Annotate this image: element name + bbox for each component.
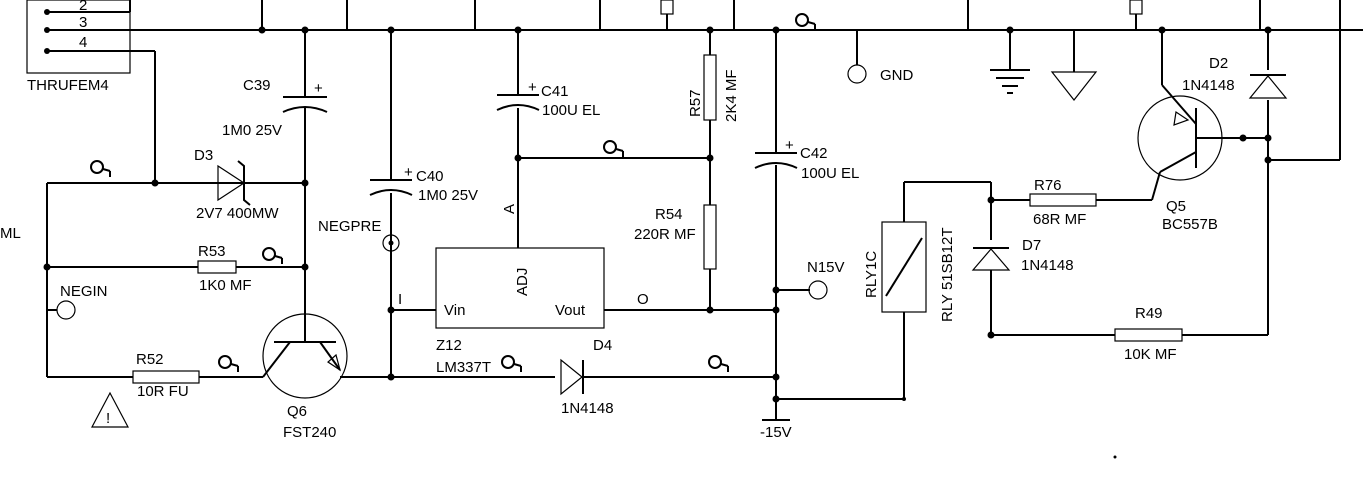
diode-d4: D4 1N4148 xyxy=(560,337,614,417)
test-point-negin: NEGIN xyxy=(47,283,108,320)
resistor-r57: R57 2K4 MF xyxy=(687,54,740,122)
relay-ref: RLY1C xyxy=(863,251,880,298)
signal-ground-icon xyxy=(1050,71,1098,101)
probe-hook-icon xyxy=(603,140,624,157)
c40-value: 1M0 25V xyxy=(418,187,478,204)
connector-pin-4: 4 xyxy=(79,34,87,51)
r52-value: 10R FU xyxy=(137,383,189,400)
c40-ref: C40 xyxy=(416,168,444,185)
connector-thrufem4: 2 3 4 THRUFEM4 xyxy=(26,0,131,94)
probe-hook-icon xyxy=(262,247,283,264)
r53-ref: R53 xyxy=(198,243,226,260)
relay-value: RLY 51SB12T xyxy=(939,227,956,322)
zener-d3: D3 2V7 400MW xyxy=(194,147,279,222)
z12-net-o: O xyxy=(637,291,649,308)
r54-value: 220R MF xyxy=(634,226,696,243)
r49-value: 10K MF xyxy=(1124,346,1177,363)
r52-ref: R52 xyxy=(136,351,164,368)
c41-value: 100U EL xyxy=(542,102,600,119)
connector-pin-3: 3 xyxy=(79,14,87,31)
d3-value: 2V7 400MW xyxy=(196,205,279,222)
d7-value: 1N4148 xyxy=(1021,257,1074,274)
c39-plus: + xyxy=(314,80,323,97)
z12-net-i: I xyxy=(398,291,402,308)
capacitor-c42: + C42 100U EL xyxy=(754,137,859,182)
negpre-label: NEGPRE xyxy=(318,218,381,235)
resistor-r52: R52 10R FU xyxy=(132,351,200,400)
resistor-r76: R76 68R MF xyxy=(1029,177,1097,228)
test-point-gnd: GND xyxy=(847,64,914,84)
r57-ref: R57 xyxy=(687,89,704,117)
capacitor-c39: + C39 1M0 25V xyxy=(222,77,328,139)
c41-ref: C41 xyxy=(541,83,569,100)
capacitor-c40: + C40 1M0 25V xyxy=(369,164,478,204)
probe-hook-icons xyxy=(90,13,816,372)
probe-hook-icon xyxy=(218,355,239,372)
probe-hook-icon xyxy=(708,355,729,372)
d3-ref: D3 xyxy=(194,147,213,164)
probe-hook-icon xyxy=(90,160,111,177)
c42-value: 100U EL xyxy=(801,165,859,182)
warning-icon: ! xyxy=(91,391,129,428)
q6-value: FST240 xyxy=(283,424,336,441)
d4-ref: D4 xyxy=(593,337,612,354)
c41-plus: + xyxy=(528,79,537,96)
r54-ref: R54 xyxy=(655,206,683,223)
edge-label: ML xyxy=(0,225,21,242)
z12-pin-in: Vin xyxy=(444,302,465,319)
diode-d2: D2 1N4148 xyxy=(1182,55,1288,99)
junction-dots xyxy=(43,26,1272,459)
capacitor-c41: + C41 100U EL xyxy=(496,79,600,119)
q5-ref: Q5 xyxy=(1166,198,1186,215)
c40-plus: + xyxy=(404,164,413,181)
z12-net-a: A xyxy=(501,204,518,214)
regulator-z12: Vin Vout ADJ I O A Z12 LM337T xyxy=(398,204,649,376)
c39-value: 1M0 25V xyxy=(222,122,282,139)
wiring xyxy=(46,0,1363,421)
transistor-q6: Q6 FST240 xyxy=(262,313,348,441)
test-point-negpre: NEGPRE xyxy=(318,218,400,252)
q6-ref: Q6 xyxy=(287,403,307,420)
r76-value: 68R MF xyxy=(1033,211,1086,228)
r57-value: 2K4 MF xyxy=(723,69,740,122)
minus15v-label: -15V xyxy=(760,424,792,441)
c42-ref: C42 xyxy=(800,145,828,162)
resistor-r54: R54 220R MF xyxy=(634,204,717,270)
resistor-r49: R49 10K MF xyxy=(1114,305,1183,363)
warning-mark: ! xyxy=(106,410,110,427)
z12-ref: Z12 xyxy=(436,337,462,354)
transistor-q5: Q5 BC557B xyxy=(1137,84,1243,233)
z12-value: LM337T xyxy=(436,359,491,376)
probe-hook-icon xyxy=(795,13,816,30)
d4-value: 1N4148 xyxy=(561,400,614,417)
connector-pin-2: 2 xyxy=(79,0,87,14)
gnd-label: GND xyxy=(880,67,914,84)
r53-value: 1K0 MF xyxy=(199,277,252,294)
ground-icon xyxy=(990,69,1030,94)
negin-label: NEGIN xyxy=(60,283,108,300)
z12-pin-adj: ADJ xyxy=(514,268,531,296)
r76-ref: R76 xyxy=(1034,177,1062,194)
c39-ref: C39 xyxy=(243,77,271,94)
resistor-r53: R53 1K0 MF xyxy=(197,243,252,294)
relay-coil-rly1c: RLY1C RLY 51SB12T xyxy=(863,221,956,322)
c42-plus: + xyxy=(785,137,794,154)
d2-value: 1N4148 xyxy=(1182,77,1235,94)
z12-pin-out: Vout xyxy=(555,302,586,319)
r49-ref: R49 xyxy=(1135,305,1163,322)
probe-hook-icon xyxy=(501,355,522,372)
test-point-n15v: N15V xyxy=(807,259,845,300)
d2-ref: D2 xyxy=(1209,55,1228,72)
diode-d7: D7 1N4148 xyxy=(971,237,1074,274)
d7-ref: D7 xyxy=(1022,237,1041,254)
q5-value: BC557B xyxy=(1162,216,1218,233)
connector-label: THRUFEM4 xyxy=(27,77,109,94)
n15v-label: N15V xyxy=(807,259,845,276)
